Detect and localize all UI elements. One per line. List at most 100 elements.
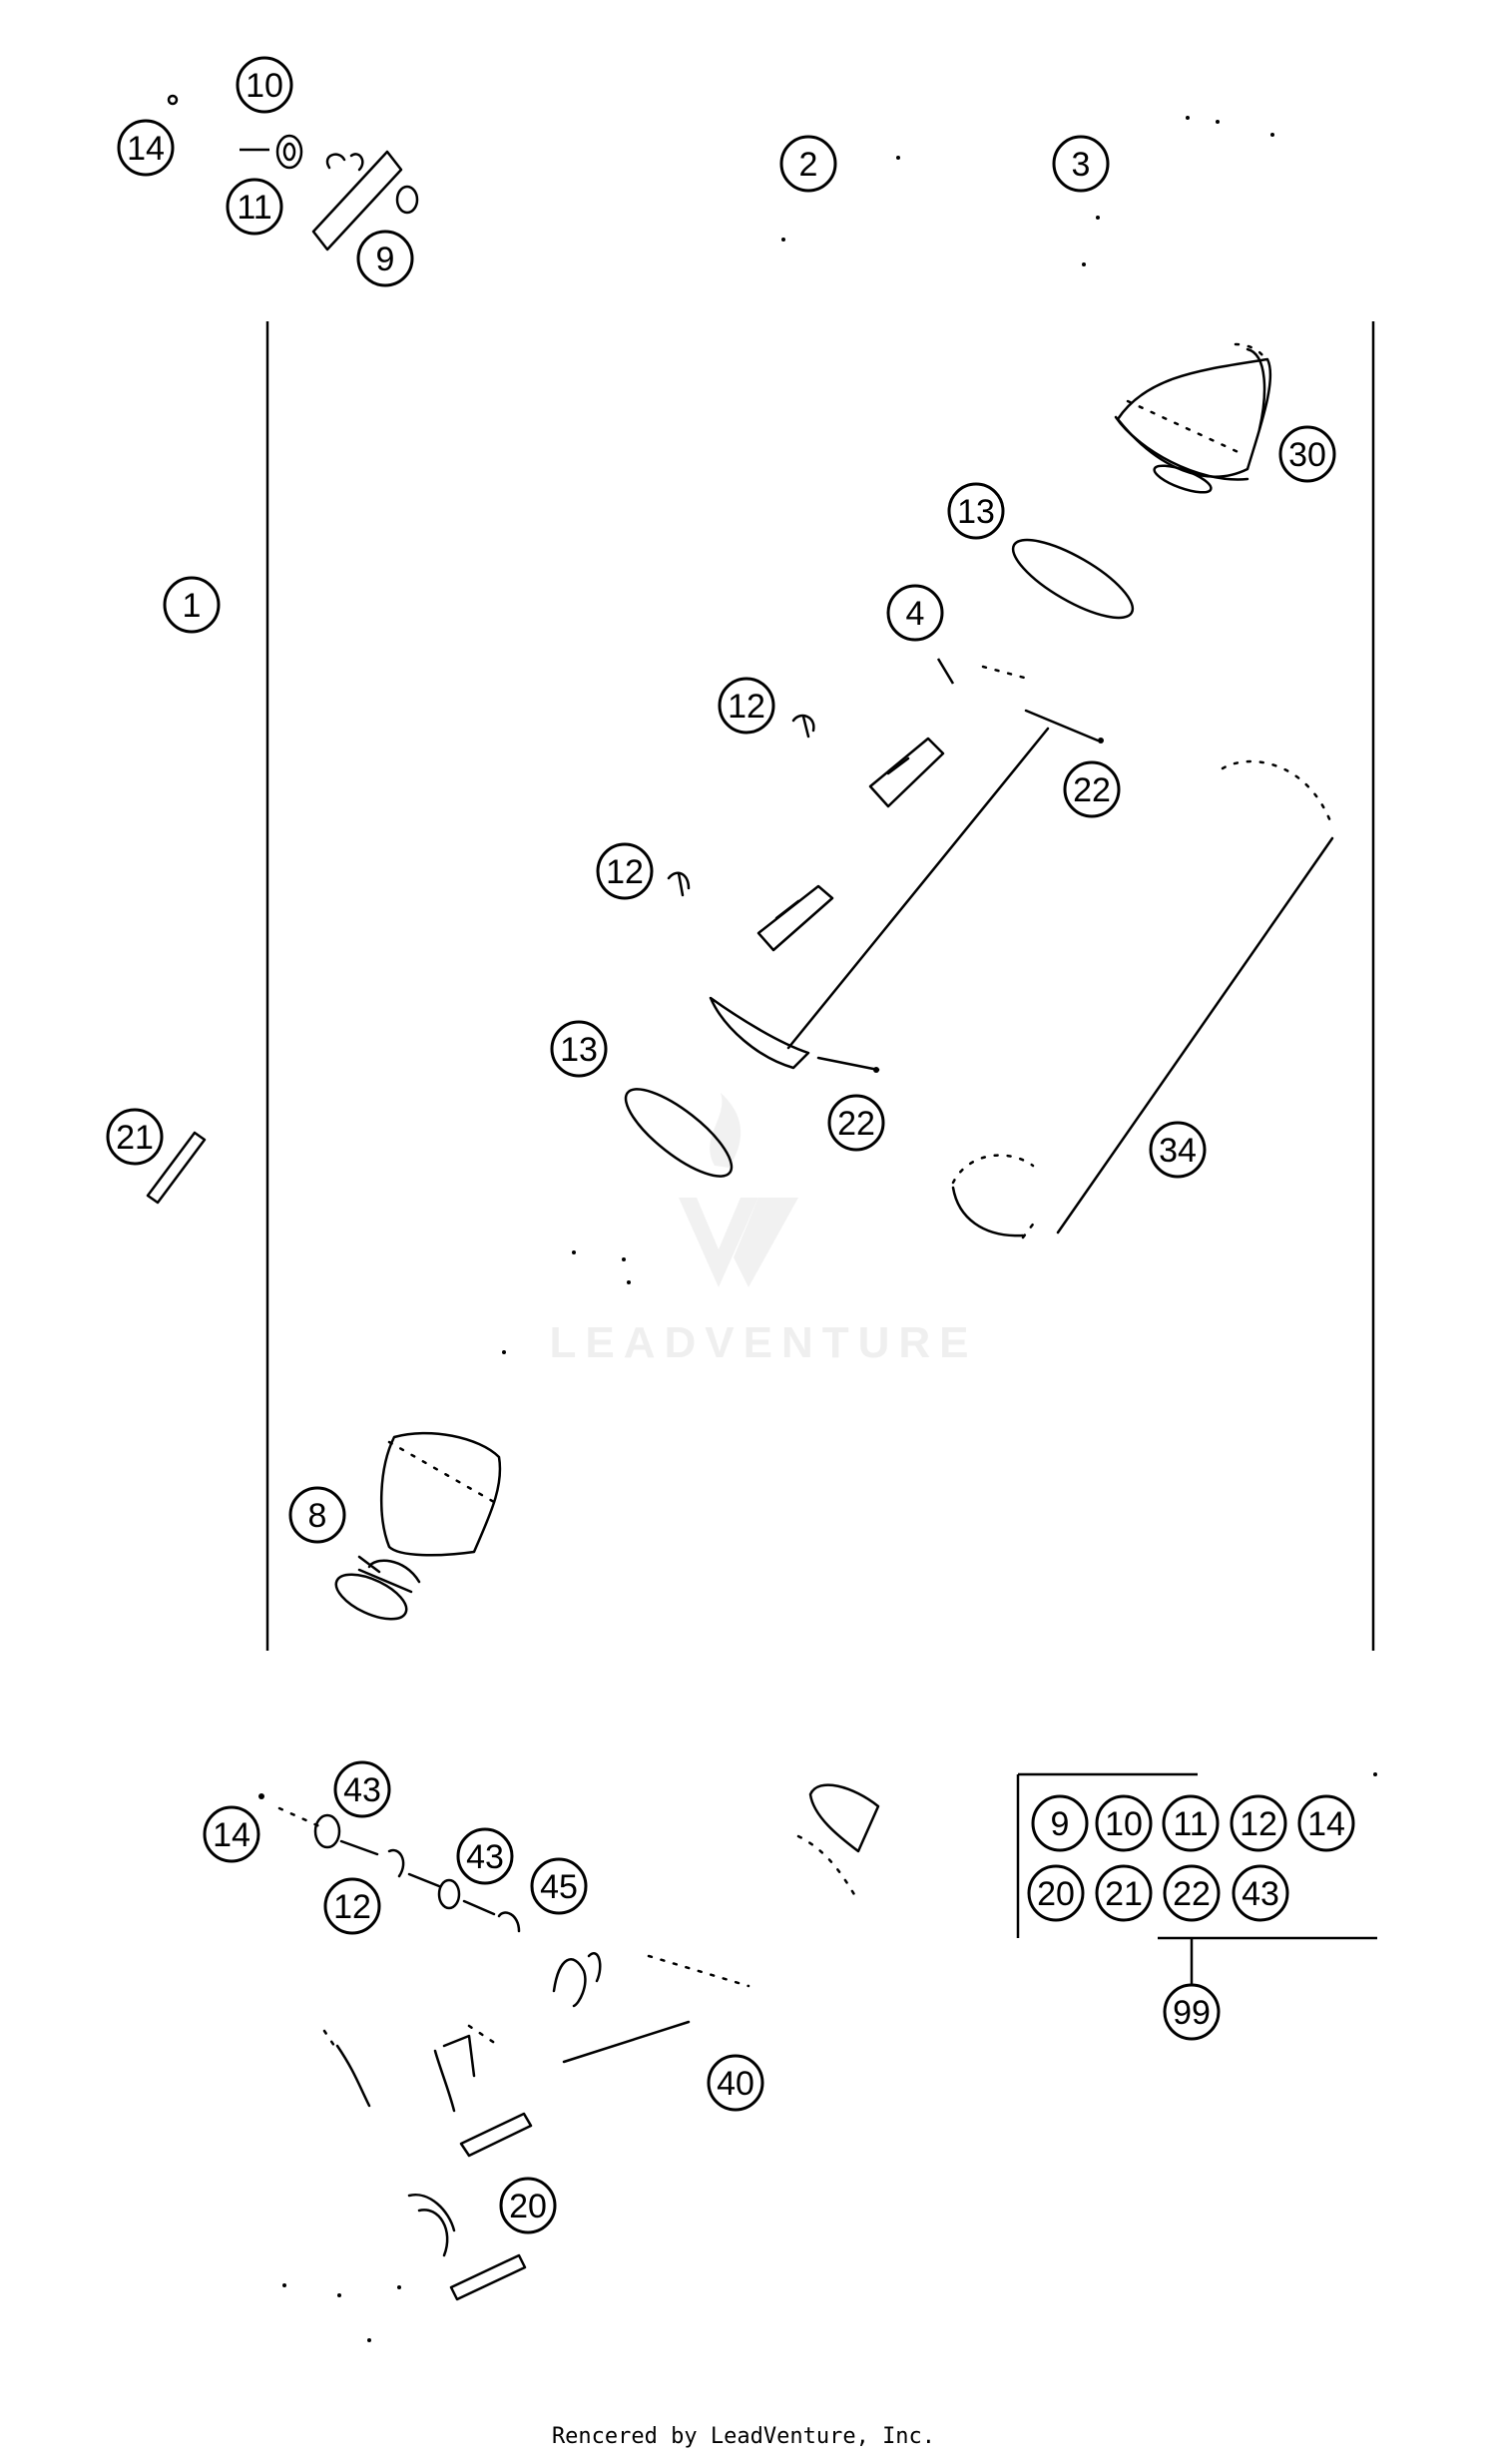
callout-number: 14: [213, 1816, 250, 1854]
end-cap-part: [1114, 342, 1272, 494]
callout-13: 13: [550, 1020, 608, 1078]
callout-11: 11: [1162, 1794, 1220, 1852]
callout-circle: [203, 1805, 260, 1863]
callout-number: 34: [1159, 1132, 1197, 1170]
callout-number: 11: [1173, 1805, 1208, 1843]
callout-circle: [333, 1760, 391, 1818]
callout-circle: [456, 1827, 514, 1885]
callout-number: 43: [343, 1771, 381, 1809]
callout-number: 43: [1242, 1875, 1279, 1913]
inner-insert-part: [667, 658, 1104, 1073]
inlet-cone-part: [334, 1431, 502, 1621]
callout-13: 13: [947, 482, 1005, 540]
callout-circle: [1163, 1983, 1221, 2041]
callout-21: 21: [1095, 1864, 1153, 1922]
callout-22: 22: [827, 1094, 885, 1152]
callout-number: 99: [1173, 1994, 1211, 2032]
callout-number: 43: [466, 1838, 504, 1876]
callout-number: 12: [1240, 1805, 1277, 1843]
callout-circle: [288, 1486, 346, 1544]
callout-45: 45: [530, 1857, 588, 1915]
callout-number: 40: [717, 2065, 754, 2103]
callout-number: 9: [1051, 1805, 1070, 1843]
callout-circle: [947, 482, 1005, 540]
callout-34: 34: [1149, 1121, 1207, 1179]
callout-number: 22: [1073, 771, 1111, 809]
callout-12: 12: [596, 842, 654, 900]
callout-9: 9: [1031, 1794, 1089, 1852]
kit-bracket: [1016, 1772, 1377, 1984]
callout-circle: [1162, 1794, 1220, 1852]
muffler-outer-shell: [951, 759, 1334, 1239]
small-hardware-parts: [167, 94, 419, 251]
callout-circle: [530, 1857, 588, 1915]
footer-credit: Rencered by LeadVenture, Inc.: [552, 2424, 935, 2449]
callout-circle: [106, 1108, 164, 1166]
callout-circle: [117, 119, 175, 177]
callout-circle: [1149, 1121, 1207, 1179]
callout-circle: [1095, 1864, 1153, 1922]
callout-number: 12: [333, 1888, 371, 1926]
callout-20: 20: [1027, 1864, 1085, 1922]
callout-number: 21: [1105, 1875, 1143, 1913]
callout-circle: [1163, 1864, 1221, 1922]
callout-22: 22: [1163, 1864, 1221, 1922]
callout-circle: [718, 677, 775, 735]
callout-number: 11: [237, 189, 271, 227]
callout-number: 20: [1037, 1875, 1075, 1913]
callout-10: 10: [1095, 1794, 1153, 1852]
callout-12: 12: [323, 1877, 381, 1935]
callout-circle: [323, 1877, 381, 1935]
callout-3: 3: [1052, 135, 1110, 193]
callout-43: 43: [456, 1827, 514, 1885]
callout-circle: [499, 2177, 557, 2234]
callout-number: 8: [308, 1497, 327, 1535]
callout-number: 22: [837, 1105, 875, 1143]
callout-14: 14: [117, 119, 175, 177]
callout-30: 30: [1278, 425, 1336, 483]
callout-22: 22: [1063, 760, 1121, 818]
manifold-assembly: [258, 1783, 880, 2342]
callout-43: 43: [333, 1760, 391, 1818]
callout-number: 20: [509, 2188, 547, 2225]
callout-circle: [1232, 1864, 1289, 1922]
callout-number: 10: [1105, 1805, 1143, 1843]
parts-2-3-specks: [781, 116, 1274, 266]
callout-circle: [1297, 1794, 1355, 1852]
callout-20: 20: [499, 2177, 557, 2234]
callout-99: 99: [1163, 1983, 1221, 2041]
callout-number: 30: [1288, 436, 1326, 474]
callout-number: 1: [183, 587, 202, 625]
callout-circle: [1230, 1794, 1287, 1852]
callout-number: 45: [540, 1868, 578, 1906]
callout-number: 4: [906, 595, 925, 633]
callout-circle: [1095, 1794, 1153, 1852]
callout-1: 1: [163, 576, 221, 634]
watermark-text: LEADVENTURE: [549, 1318, 977, 1367]
callout-circle: [886, 584, 944, 642]
callout-21: 21: [106, 1108, 164, 1166]
callout-11: 11: [226, 178, 283, 236]
callout-circle: [779, 135, 837, 193]
callout-number: 14: [127, 130, 165, 168]
callout-40: 40: [707, 2054, 764, 2112]
rivet-part: [146, 1131, 207, 1205]
callout-circle: [1063, 760, 1121, 818]
callout-circle: [1027, 1864, 1085, 1922]
callout-circle: [163, 576, 221, 634]
small-specks: [502, 1250, 631, 1354]
callout-circle: [596, 842, 654, 900]
callout-number: 22: [1173, 1875, 1211, 1913]
callout-circle: [1052, 135, 1110, 193]
callout-circle: [236, 56, 293, 114]
callout-9: 9: [356, 230, 414, 287]
callout-number: 10: [246, 67, 283, 105]
callout-number: 2: [799, 146, 818, 184]
callout-circle: [226, 178, 283, 236]
callout-circle: [827, 1094, 885, 1152]
callout-8: 8: [288, 1486, 346, 1544]
callout-number: 9: [376, 241, 395, 278]
callout-number: 14: [1307, 1805, 1345, 1843]
callout-2: 2: [779, 135, 837, 193]
callout-circle: [550, 1020, 608, 1078]
